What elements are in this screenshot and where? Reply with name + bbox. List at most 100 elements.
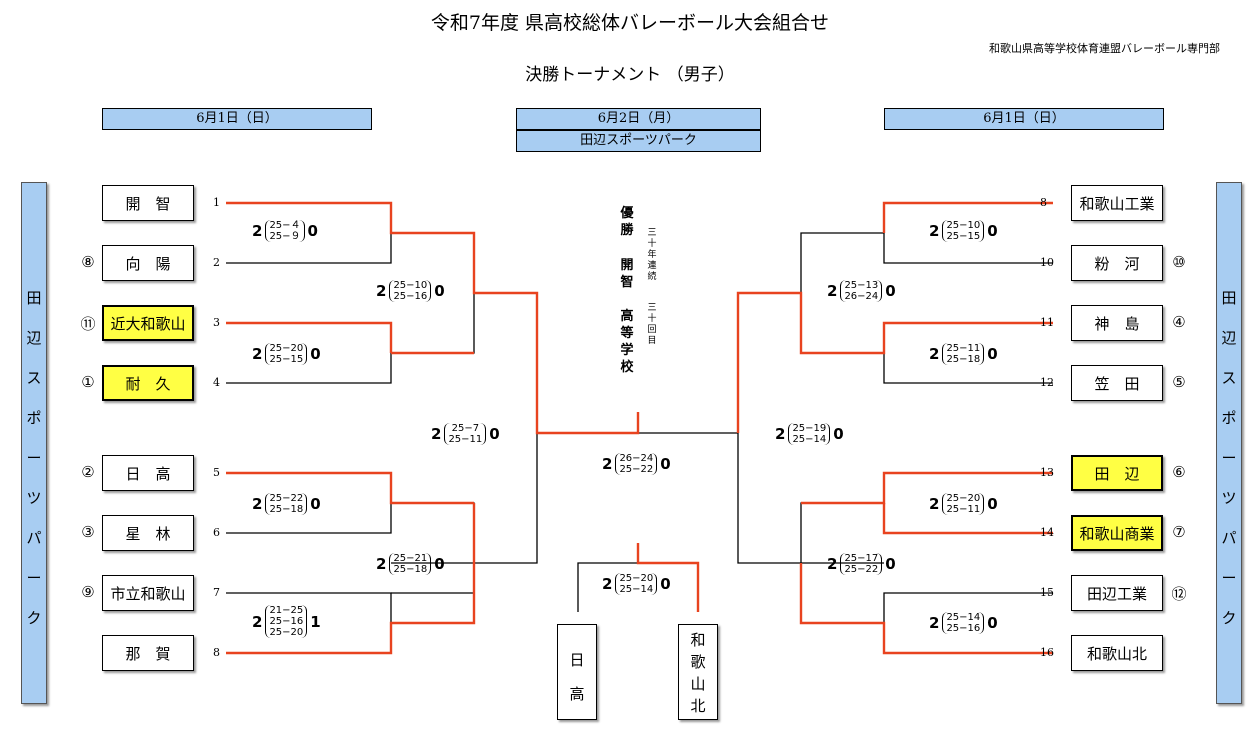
venue-char: ー xyxy=(26,569,42,587)
bracket-number: 1 xyxy=(213,196,220,209)
set-score: 25−14 xyxy=(619,584,654,595)
score-loser-sets: 0 xyxy=(885,282,896,300)
score-loser-sets: 0 xyxy=(987,222,998,240)
set-score: 25−11 xyxy=(448,434,483,445)
bracket-number: 5 xyxy=(213,466,220,479)
score-loser-sets: 0 xyxy=(310,345,321,363)
score-winner-sets: 2 xyxy=(252,345,263,363)
set-score: 25−22 xyxy=(269,493,304,504)
venue-char: 田 xyxy=(26,289,42,307)
venue-char: 田 xyxy=(1221,289,1237,307)
score-loser-sets: 0 xyxy=(660,575,671,593)
venue-char: ク xyxy=(1221,609,1237,627)
set-score: 21−25 xyxy=(269,605,304,616)
venue-center: 田辺スポーツパーク xyxy=(516,130,761,152)
third-place-team-right: 和歌山北 xyxy=(678,624,718,720)
set-score: 25−7 xyxy=(451,423,480,434)
venue-char: ス xyxy=(26,369,42,387)
seed-label: ④ xyxy=(1172,313,1186,331)
set-score: 25−４ xyxy=(269,220,301,231)
venue-char: ー xyxy=(26,449,42,467)
score-winner-sets: 2 xyxy=(775,425,786,443)
set-score: 25−15 xyxy=(269,354,304,365)
team-box: 神 島 xyxy=(1071,305,1163,341)
team-box: 向 陽 xyxy=(102,245,194,281)
team-box: 田 辺 xyxy=(1071,455,1163,491)
date-left: 6月1日（日） xyxy=(102,108,372,130)
set-score: 25−14 xyxy=(946,612,981,623)
venue-char: ー xyxy=(1221,449,1237,467)
champion-note-b: 三十回目 xyxy=(647,303,657,346)
set-score: 25−16 xyxy=(269,616,304,627)
score-loser-sets: 0 xyxy=(833,425,844,443)
champion-team-b: 高等学校 xyxy=(620,309,634,375)
seed-label: ⑫ xyxy=(1171,585,1187,603)
venue-char: ス xyxy=(1221,369,1237,387)
team-box: 粉 河 xyxy=(1071,245,1163,281)
page-subtitle: 決勝トーナメント （男子） xyxy=(525,65,735,85)
seed-label: ① xyxy=(81,373,95,391)
score-loser-sets: 0 xyxy=(987,614,998,632)
seed-label: ② xyxy=(81,463,95,481)
venue-char: ツ xyxy=(1221,489,1237,507)
bracket-number: 13 xyxy=(1040,466,1054,479)
seed-label: ⑪ xyxy=(80,315,96,333)
champion-label: 優勝 xyxy=(620,206,634,238)
set-score: 25−18 xyxy=(393,564,428,575)
team-box: 那 賀 xyxy=(102,635,194,671)
bracket-number: 2 xyxy=(213,256,220,269)
bracket-number: 6 xyxy=(213,526,220,539)
set-score: 25−18 xyxy=(269,504,304,515)
team-box: 近大和歌山 xyxy=(102,305,194,341)
venue-char: 辺 xyxy=(1221,329,1237,347)
bracket-number: 12 xyxy=(1040,376,1054,389)
set-score: 25−13 xyxy=(844,280,879,291)
set-score: 25−14 xyxy=(792,434,827,445)
venue-bar-right: 田辺スポーツパーク xyxy=(1216,182,1242,704)
score-loser-sets: 0 xyxy=(987,345,998,363)
score-winner-sets: 2 xyxy=(929,495,940,513)
seed-label: ③ xyxy=(81,523,95,541)
score-loser-sets: 0 xyxy=(310,495,321,513)
set-score: 25−９ xyxy=(269,231,301,242)
date-right: 6月1日（日） xyxy=(884,108,1164,130)
bracket-number: 3 xyxy=(213,316,220,329)
bracket-number: 14 xyxy=(1040,526,1054,539)
score-loser-sets: 1 xyxy=(310,612,321,631)
score-loser-sets: 0 xyxy=(434,555,445,573)
score-winner-sets: 2 xyxy=(827,555,838,573)
score-loser-sets: 0 xyxy=(434,282,445,300)
score-winner-sets: 2 xyxy=(929,614,940,632)
set-score: 25−20 xyxy=(619,573,654,584)
set-score: 25−15 xyxy=(946,231,981,242)
page-title: 令和7年度 県高校総体バレーボール大会組合せ xyxy=(430,12,830,34)
seed-label: ⑩ xyxy=(1172,253,1186,271)
team-box: 開 智 xyxy=(102,185,194,221)
set-score: 25−22 xyxy=(844,564,879,575)
set-score: 25−11 xyxy=(946,504,981,515)
date-center: 6月2日（月） xyxy=(516,108,761,130)
